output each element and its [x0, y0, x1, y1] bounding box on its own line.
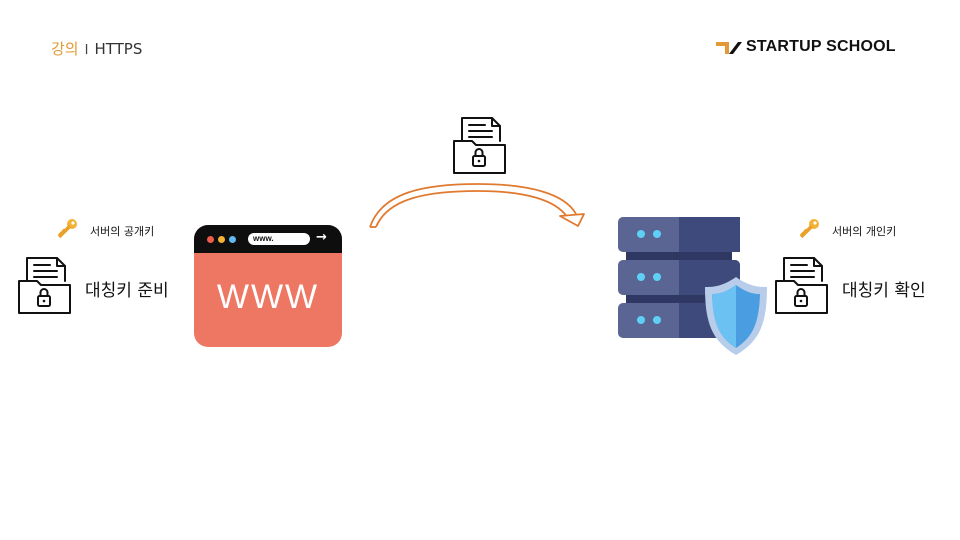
browser-window: www. → WWW: [194, 225, 342, 347]
client-locked-document-icon: [18, 257, 71, 314]
server-locked-document-icon: [775, 257, 828, 314]
browser-go-arrow-icon: →: [316, 230, 327, 245]
browser-address-bar: www.: [248, 233, 310, 245]
transit-locked-document-icon: [453, 117, 506, 174]
lecture-title: HTTPS: [94, 40, 143, 58]
server-key-label: 서버의 개인키: [832, 225, 897, 238]
lecture-category: 강의: [51, 40, 79, 58]
client-key-icon: [57, 219, 77, 239]
client-key-label: 서버의 공개키: [90, 225, 155, 238]
startup-school-logo: STARTUP SCHOOL: [716, 38, 896, 56]
logo-text: STARTUP SCHOOL: [746, 38, 896, 55]
browser-toolbar: www. →: [194, 225, 342, 253]
browser-maximize-dot: [229, 236, 236, 243]
browser-close-dot: [207, 236, 214, 243]
browser-url: www.: [253, 234, 274, 243]
shield-icon: [705, 277, 767, 355]
server-action-label: 대칭키 확인: [842, 281, 926, 301]
logo-mark-icon: [716, 42, 742, 54]
browser-minimize-dot: [218, 236, 225, 243]
client-action-label: 대칭키 준비: [85, 281, 169, 301]
server-key-icon: [799, 219, 819, 239]
server-icon: [618, 217, 767, 355]
curved-arrow-icon: [369, 183, 585, 228]
breadcrumb: 강의 I HTTPS: [51, 38, 142, 59]
breadcrumb-separator: I: [84, 43, 89, 58]
browser-content-text: WWW: [216, 278, 320, 316]
